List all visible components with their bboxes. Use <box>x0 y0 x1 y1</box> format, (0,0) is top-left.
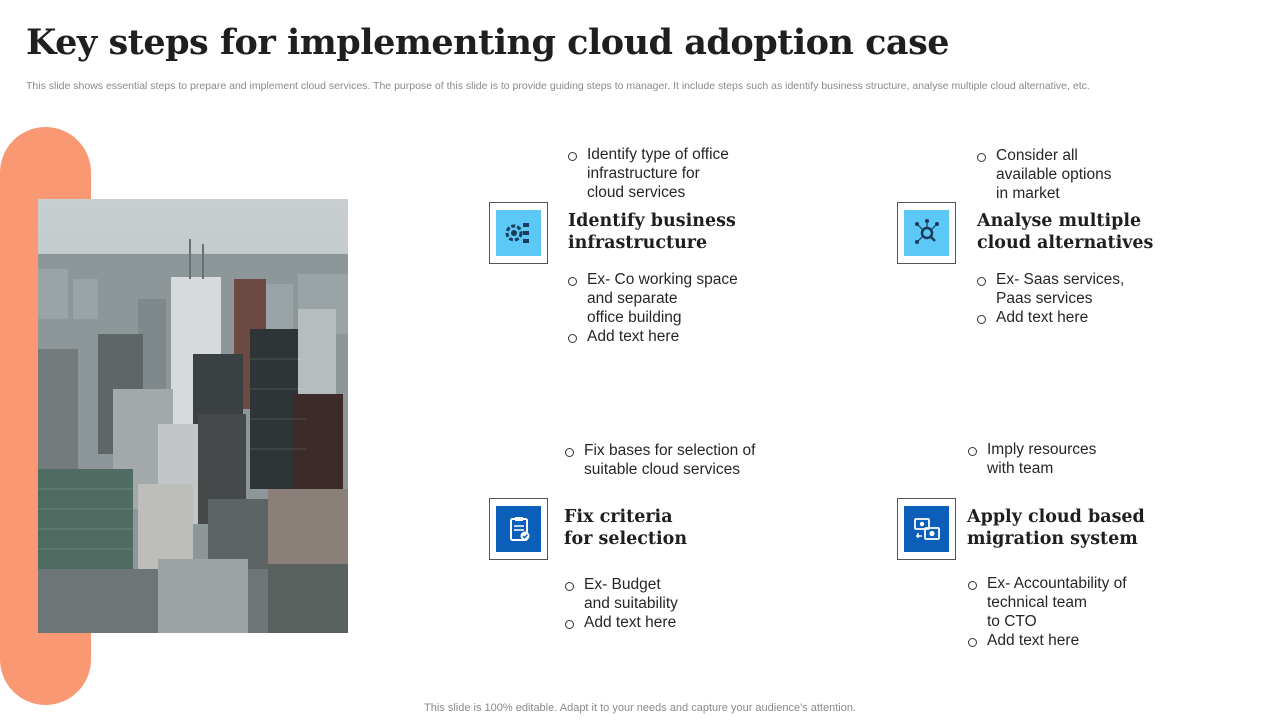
step-1-heading: Identify business infrastructure <box>568 211 736 253</box>
list-item: Add text here <box>568 327 738 346</box>
step-4-heading: Apply cloud based migration system <box>967 507 1145 549</box>
step-1-bottom-bullets: Ex- Co working space and separate office… <box>568 270 738 346</box>
clipboard-check-icon <box>496 506 541 552</box>
list-item: Fix bases for selection of suitable clou… <box>565 441 755 479</box>
step-3-bottom-bullets: Ex- Budget and suitability Add text here <box>565 575 678 632</box>
step-4-bottom-bullets: Ex- Accountability of technical team to … <box>968 574 1127 650</box>
step-2-icon-frame <box>897 202 956 264</box>
step-4-top-bullets: Imply resources with team <box>968 440 1096 478</box>
page-title: Key steps for implementing cloud adoptio… <box>26 22 950 63</box>
step-3-heading: Fix criteria for selection <box>564 507 688 549</box>
step-2-bottom-bullets: Ex- Saas services, Paas services Add tex… <box>977 270 1124 327</box>
list-item: Ex- Co working space and separate office… <box>568 270 738 327</box>
step-3-icon-frame <box>489 498 548 560</box>
list-item: Ex- Budget and suitability <box>565 575 678 613</box>
page-subtitle: This slide shows essential steps to prep… <box>26 80 1090 92</box>
list-item: Ex- Saas services, Paas services <box>977 270 1124 308</box>
step-1-top-bullets: Identify type of office infrastructure f… <box>568 145 729 202</box>
step-3-top-bullets: Fix bases for selection of suitable clou… <box>565 441 755 479</box>
infrastructure-icon <box>496 210 541 256</box>
list-item: Add text here <box>977 308 1124 327</box>
list-item: Add text here <box>565 613 678 632</box>
list-item: Add text here <box>968 631 1127 650</box>
network-search-icon <box>904 210 949 256</box>
list-item: Identify type of office infrastructure f… <box>568 145 729 202</box>
step-1-icon-frame <box>489 202 548 264</box>
city-skyline-photo <box>38 199 348 633</box>
migration-system-icon <box>904 506 949 552</box>
list-item: Ex- Accountability of technical team to … <box>968 574 1127 631</box>
list-item: Imply resources with team <box>968 440 1096 478</box>
step-2-heading: Analyse multiple cloud alternatives <box>977 211 1154 253</box>
step-4-icon-frame <box>897 498 956 560</box>
city-skyline-illustration <box>38 199 348 633</box>
list-item: Consider all available options in market <box>977 146 1111 203</box>
footer-note: This slide is 100% editable. Adapt it to… <box>424 702 856 714</box>
step-2-top-bullets: Consider all available options in market <box>977 146 1111 203</box>
